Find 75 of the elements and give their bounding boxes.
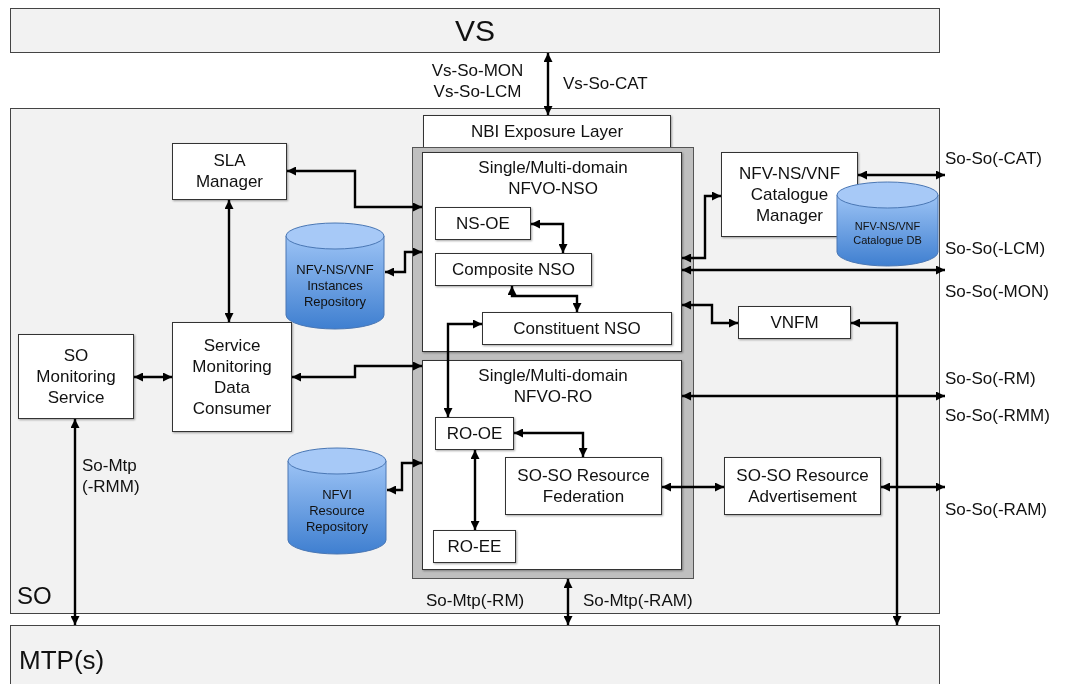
node-label: Single/Multi-domain NFVO-NSO [477,157,629,200]
arrow [70,419,80,625]
group-frame [412,147,694,579]
band-title: MTP(s) [19,644,105,677]
arrow [443,319,482,417]
process-box [738,306,851,339]
arrow [387,458,422,495]
node-label: NFV-NS/VNF Instances Repository [295,261,375,311]
arrow [514,428,588,457]
node-label: SLA Manager [194,150,265,193]
arrow [531,219,568,253]
arrow [682,191,721,263]
arrow [563,579,573,625]
arrow [287,166,422,212]
interface-label: So-So(-LCM) [945,238,1046,260]
group-box [422,152,682,352]
process-box [724,457,881,515]
arrow [507,286,582,312]
arrow [470,450,480,530]
interface-label: So-So(-MON) [945,280,1049,302]
process-box [505,457,662,515]
interface-label: So-Mtp (-RMM) [82,455,141,498]
container-panel [10,108,940,614]
interface-label: Vs-So-CAT [563,73,648,95]
interface-label: So-So(-RM) [945,368,1036,390]
process-box [435,253,592,286]
node-label: NFV-NS/VNF Catalogue DB [852,220,923,248]
process-box [423,115,671,148]
node-label: VNFM [769,312,820,334]
footer-band [10,625,940,684]
interface-label: Vs-So-MON Vs-So-LCM [430,60,525,103]
band-title: SO [17,581,52,611]
arrow [224,200,234,322]
header-band [10,8,940,53]
interface-label: So-Mtp(-RAM) [583,590,693,612]
process-box [433,530,516,563]
interface-label: So-Mtp(-RM) [426,590,525,612]
arrow [682,300,738,328]
arrow [851,318,902,625]
database-cylinder [836,181,939,267]
node-label: RO-OE [445,423,504,445]
database-cylinder [285,222,385,330]
node-label: NBI Exposure Layer [469,121,625,143]
node-label: SO-SO Resource Advertisement [735,464,870,507]
group-box [422,360,682,570]
node-label: NS-OE [455,213,511,235]
band-title: VS [454,12,496,49]
process-box [482,312,672,345]
arrow [292,361,422,382]
arrow [543,53,553,115]
process-box [435,417,514,450]
process-box [172,322,292,432]
node-label: NFVI Resource Repository [304,486,370,536]
arrow [385,247,422,277]
interface-label: So-So(-RMM) [945,404,1050,426]
node-label: RO-EE [446,536,503,558]
node-label: SO Monitoring Service [35,344,117,409]
node-label: Constituent NSO [512,318,642,340]
arrow [881,482,945,492]
arrow [682,391,945,401]
database-cylinder [287,447,387,555]
interface-label: So-So(-RAM) [945,498,1047,520]
interface-label: So-So(-CAT) [945,148,1042,170]
arrow [134,372,172,382]
process-box [172,143,287,200]
process-box [18,334,134,419]
arrow [662,482,724,492]
node-label: NFV-NS/VNF Catalogue Manager [737,162,842,227]
node-label: Single/Multi-domain NFVO-RO [477,365,629,408]
arrow [682,265,945,275]
process-box [435,207,531,240]
node-label: SO-SO Resource Federation [516,464,651,507]
arrow [858,170,945,180]
node-label: Service Monitoring Data Consumer [191,334,273,420]
node-label: Composite NSO [451,259,576,281]
